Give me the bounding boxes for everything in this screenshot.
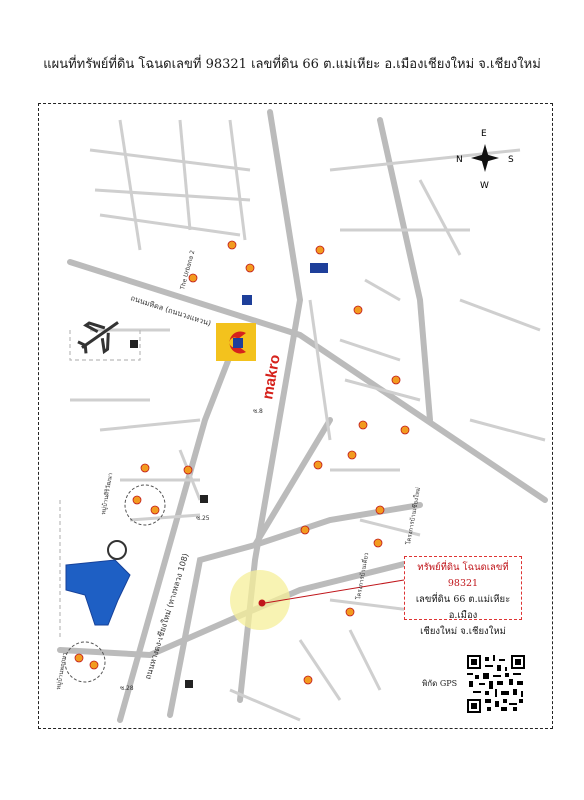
property-note-box: ทรัพย์ที่ดิน โฉนดเลขที่ 98321 เลขที่ดิน … xyxy=(404,556,522,637)
map-title: แผนที่ทรัพย์ที่ดิน โฉนดเลขที่ 98321 เลขท… xyxy=(43,57,541,72)
village-label-2: หมู่บ้านพฤกษา xyxy=(55,652,68,690)
village-label-1: หมู่บ้านศิริวัฒนา xyxy=(100,472,114,515)
compass-north: N xyxy=(456,155,463,165)
roundabout-icon xyxy=(107,540,127,560)
urbana-label: The Urbana 2 xyxy=(179,249,197,291)
boundary-lines xyxy=(59,330,141,640)
compass-west: W xyxy=(480,181,489,191)
subject-marker[interactable] xyxy=(258,599,266,607)
soi-25-label: ซ.25 xyxy=(196,515,210,522)
minor-streets xyxy=(70,119,546,722)
compass-east: E xyxy=(481,129,487,139)
map-frame xyxy=(38,103,553,729)
compass-south: S xyxy=(508,155,514,165)
road-network xyxy=(57,109,548,723)
airport-icon xyxy=(77,321,119,355)
subject-area-highlight xyxy=(230,570,290,630)
compass-rose xyxy=(471,144,499,172)
note-line-3: เชียงใหม่ จ.เชียงใหม่ xyxy=(420,626,506,637)
note-line-2: เลขที่ดิน 66 ต.แม่เหียะ อ.เมือง xyxy=(415,594,511,621)
makro-label: makro xyxy=(259,353,284,400)
gps-qr-code[interactable] xyxy=(467,655,525,713)
village-label-4: โครงการบ้านเชียงใหม่ xyxy=(404,486,422,545)
pointer-line xyxy=(264,579,405,604)
soi-28-label: ซ.28 xyxy=(120,685,134,692)
lake xyxy=(65,559,131,626)
gps-label: พิกัด GPS xyxy=(422,679,458,688)
note-line-1: ทรัพย์ที่ดิน โฉนดเลขที่ 98321 xyxy=(417,562,509,589)
village-clusters xyxy=(64,484,166,683)
building-icons xyxy=(130,263,328,688)
soi-8-label: ซ.8 xyxy=(253,408,263,415)
diagonal-road-label: ถนนมหิดล (ถนนวงแหวน) xyxy=(129,293,212,328)
village-icons xyxy=(74,240,410,685)
